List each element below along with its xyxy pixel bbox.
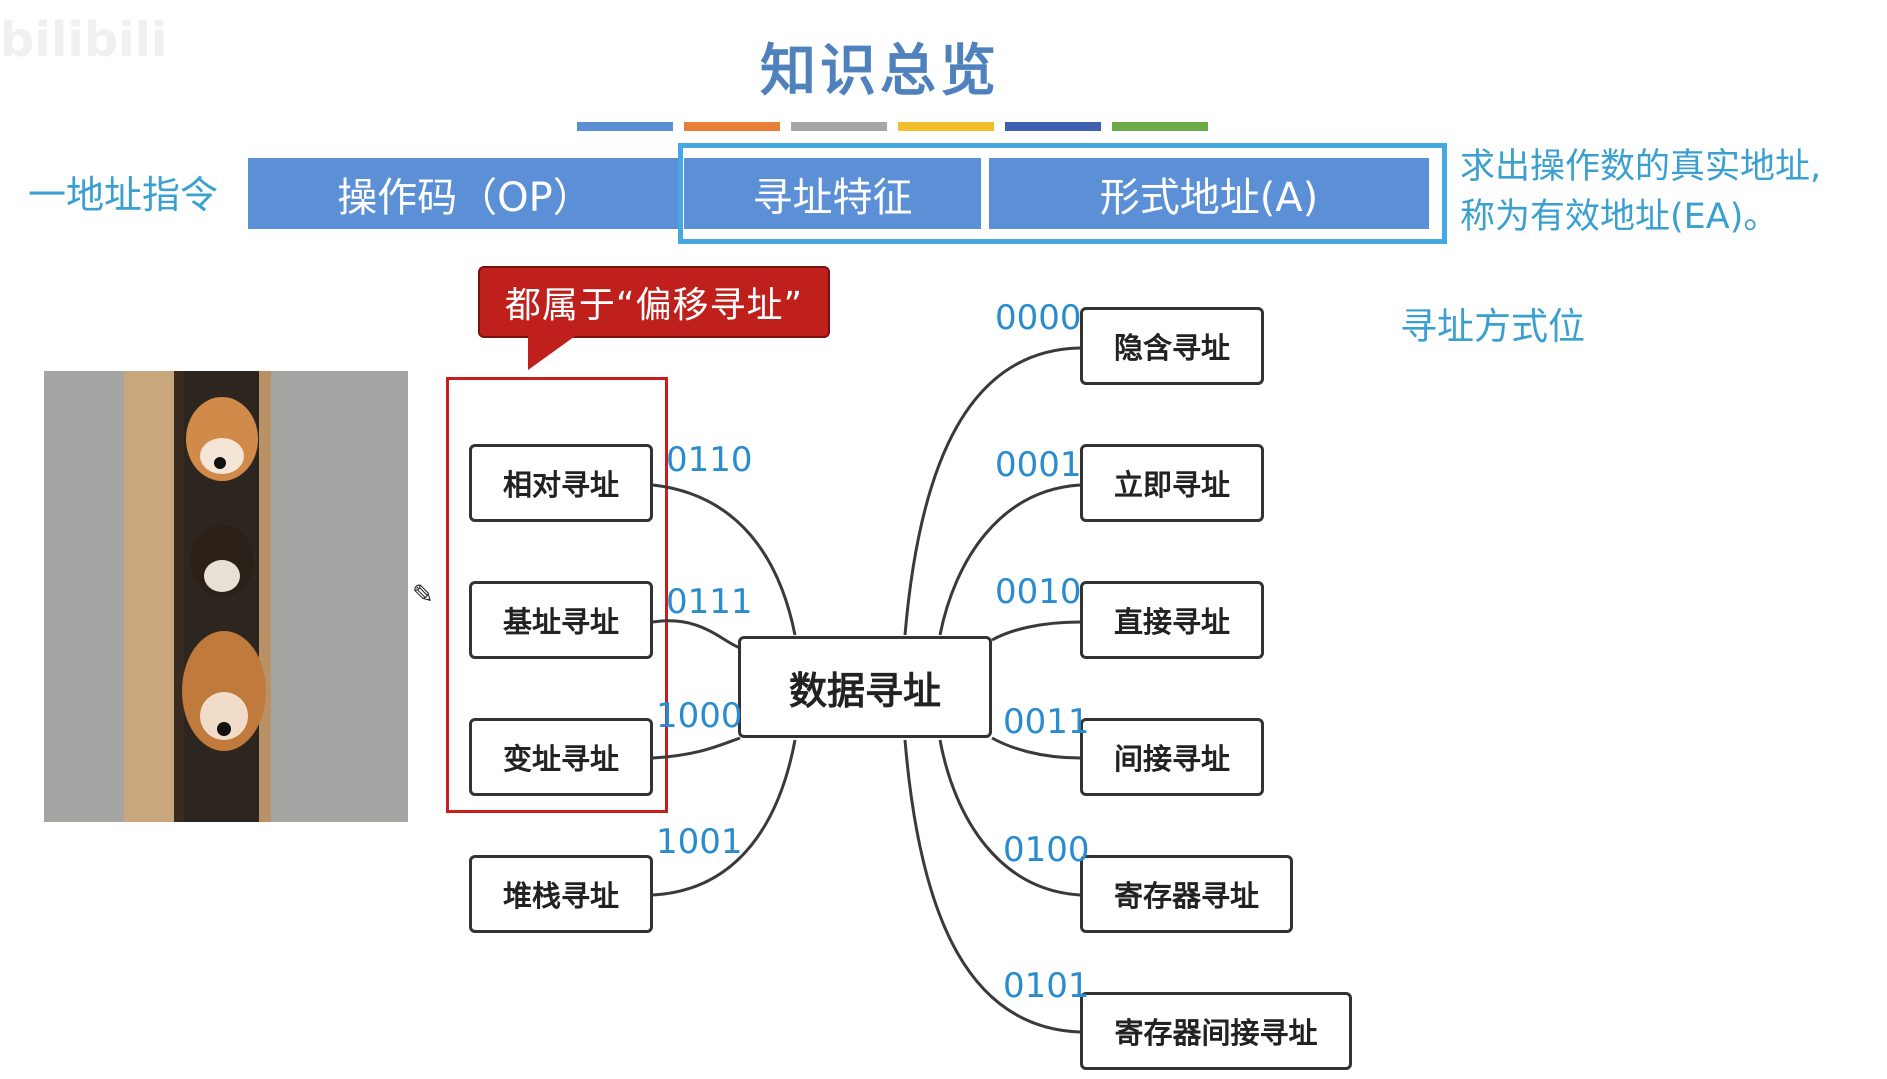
watermark-logo: bilibili xyxy=(0,12,168,68)
addressing-bits-label: 寻址方式位 xyxy=(1400,305,1585,348)
code-index: 1000 xyxy=(656,696,743,736)
node-direct-addressing: 直接寻址 xyxy=(1080,581,1264,659)
dog-photo-illustration xyxy=(44,371,408,822)
palette-bar-gray xyxy=(791,122,887,131)
dog-photo xyxy=(44,371,408,822)
connector-direct xyxy=(991,620,1081,642)
instruction-label: 一地址指令 xyxy=(28,173,219,217)
connector-immediate xyxy=(938,483,1081,636)
node-relative-addressing: 相对寻址 xyxy=(469,444,653,522)
code-register-indirect: 0101 xyxy=(1003,966,1090,1006)
node-stack-addressing: 堆栈寻址 xyxy=(469,855,653,933)
page-title: 知识总览 xyxy=(760,39,1000,104)
connector-base xyxy=(652,619,741,650)
node-register-indirect-addressing: 寄存器间接寻址 xyxy=(1080,992,1352,1070)
palette-bar-blue xyxy=(577,122,673,131)
addressing-feature-field: 寻址特征 xyxy=(684,158,981,229)
code-implied: 0000 xyxy=(995,298,1082,338)
code-immediate: 0001 xyxy=(995,445,1082,485)
node-implied-addressing: 隐含寻址 xyxy=(1080,307,1264,385)
connector-implied xyxy=(903,346,1081,636)
palette-bar-navy xyxy=(1005,122,1101,131)
node-index-addressing: 变址寻址 xyxy=(469,718,653,796)
palette-bar-orange xyxy=(684,122,780,131)
code-direct: 0010 xyxy=(995,572,1082,612)
code-stack: 1001 xyxy=(656,822,743,862)
connector-stack xyxy=(652,739,797,897)
callout-pointer xyxy=(528,334,578,370)
node-immediate-addressing: 立即寻址 xyxy=(1080,444,1264,522)
code-register: 0100 xyxy=(1003,830,1090,870)
pencil-cursor-icon: ✎ xyxy=(412,580,434,610)
opcode-field: 操作码（OP） xyxy=(248,158,682,229)
code-indirect: 0011 xyxy=(1003,702,1090,742)
note-line-1: 求出操作数的真实地址, xyxy=(1460,147,1822,187)
connector-indirect xyxy=(991,736,1081,760)
highlight-frame xyxy=(678,143,1447,244)
offset-addressing-callout: 都属于“偏移寻址” xyxy=(478,266,830,338)
effective-address-note: 求出操作数的真实地址, 称为有效地址(EA)。 xyxy=(1460,142,1821,242)
connector-index xyxy=(652,736,741,760)
node-data-addressing: 数据寻址 xyxy=(738,636,992,738)
connector-register xyxy=(938,739,1081,897)
code-relative: 0110 xyxy=(666,440,753,480)
note-line-2: 称为有效地址(EA)。 xyxy=(1460,197,1779,237)
connector-register-indirect xyxy=(903,739,1081,1034)
connector-relative xyxy=(652,483,797,636)
code-base: 0111 xyxy=(666,582,753,622)
node-base-addressing: 基址寻址 xyxy=(469,581,653,659)
formal-address-field: 形式地址(A) xyxy=(989,158,1429,229)
node-indirect-addressing: 间接寻址 xyxy=(1080,718,1264,796)
palette-bar-green xyxy=(1112,122,1208,131)
node-register-addressing: 寄存器寻址 xyxy=(1080,855,1293,933)
palette-bar-yellow xyxy=(898,122,994,131)
offset-addressing-highlight xyxy=(446,377,668,813)
